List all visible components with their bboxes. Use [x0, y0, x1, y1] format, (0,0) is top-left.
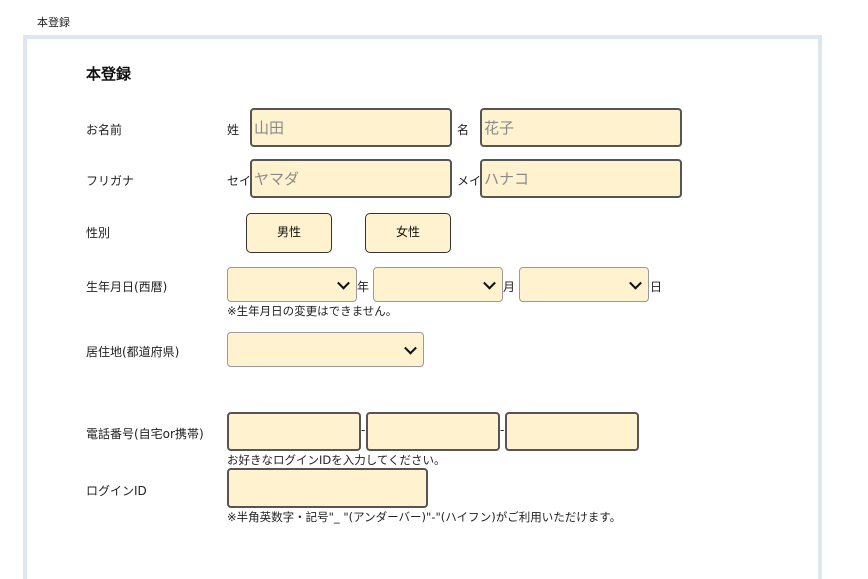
phone-part2-input[interactable]	[366, 412, 500, 451]
chevron-down-icon	[483, 276, 496, 290]
chevron-down-icon	[629, 276, 642, 290]
kana-last-input[interactable]	[250, 159, 452, 198]
login-id-note: ※半角英数字・記号"_ "(アンダーバー)"-"(ハイフン)がご利用いただけます…	[227, 510, 622, 524]
first-name-input[interactable]	[480, 108, 682, 147]
login-id-input[interactable]	[227, 468, 428, 508]
form-title: 本登録	[86, 65, 132, 83]
residence-label: 居住地(都道府県)	[86, 345, 180, 359]
chevron-down-icon	[404, 341, 417, 355]
birthday-note: ※生年月日の変更はできません。	[227, 304, 398, 318]
residence-select[interactable]	[227, 332, 424, 367]
year-suffix: 年	[357, 280, 370, 294]
phone-part3-input[interactable]	[505, 412, 639, 451]
birth-month-select[interactable]	[373, 267, 503, 302]
name-label: お名前	[86, 123, 123, 137]
phone-part1-input[interactable]	[227, 412, 361, 451]
phone-label: 電話番号(自宅or携帯)	[86, 427, 204, 441]
phone-separator-2: -	[500, 423, 505, 437]
gender-female-button[interactable]: 女性	[365, 213, 451, 253]
day-suffix: 日	[650, 280, 663, 294]
chevron-down-icon	[337, 276, 350, 290]
kana-last-label: セイ	[227, 174, 252, 188]
page-breadcrumb: 本登録	[37, 16, 70, 29]
kana-first-input[interactable]	[480, 159, 682, 198]
birth-year-select[interactable]	[227, 267, 357, 302]
kana-label: フリガナ	[86, 174, 135, 188]
login-id-label: ログインID	[86, 484, 147, 498]
last-name-input[interactable]	[250, 108, 452, 147]
login-instruction-note: お好きなログインIDを入力してください。	[227, 453, 446, 467]
birth-day-select[interactable]	[519, 267, 649, 302]
phone-separator-1: -	[361, 423, 366, 437]
kana-first-label: メイ	[457, 174, 482, 188]
gender-male-button[interactable]: 男性	[246, 213, 332, 253]
first-name-label: 名	[457, 123, 470, 137]
month-suffix: 月	[503, 280, 516, 294]
gender-label: 性別	[86, 226, 111, 240]
birthday-label: 生年月日(西暦)	[86, 280, 168, 294]
last-name-label: 姓	[227, 123, 240, 137]
